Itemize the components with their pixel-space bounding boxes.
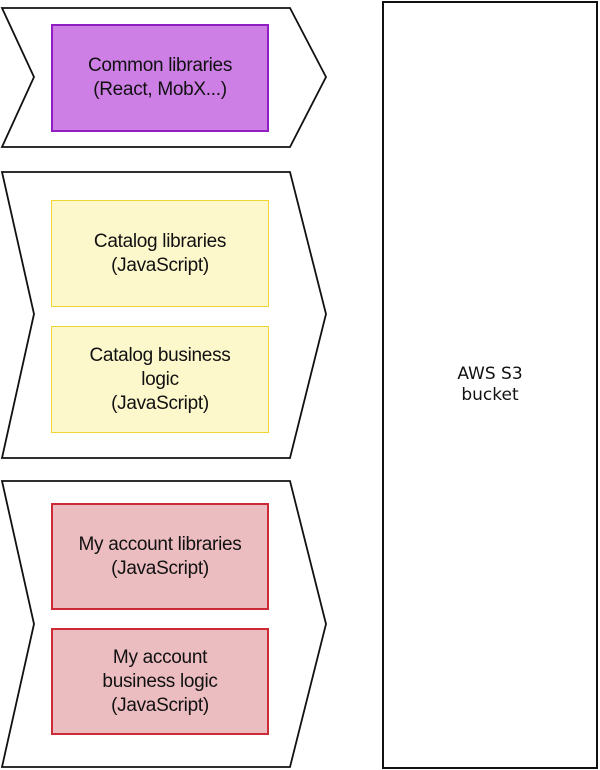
my-account-libraries-box: My account libraries (JavaScript) bbox=[51, 503, 269, 610]
my-account-business-logic-box: My account business logic (JavaScript) bbox=[51, 628, 269, 735]
common-libraries-box: Common libraries (React, MobX...) bbox=[51, 24, 269, 132]
catalog-libraries-box: Catalog libraries (JavaScript) bbox=[51, 200, 269, 307]
catalog-business-logic-box: Catalog business logic (JavaScript) bbox=[51, 326, 269, 433]
aws-s3-bucket-box: AWS S3 bucket bbox=[382, 1, 598, 769]
